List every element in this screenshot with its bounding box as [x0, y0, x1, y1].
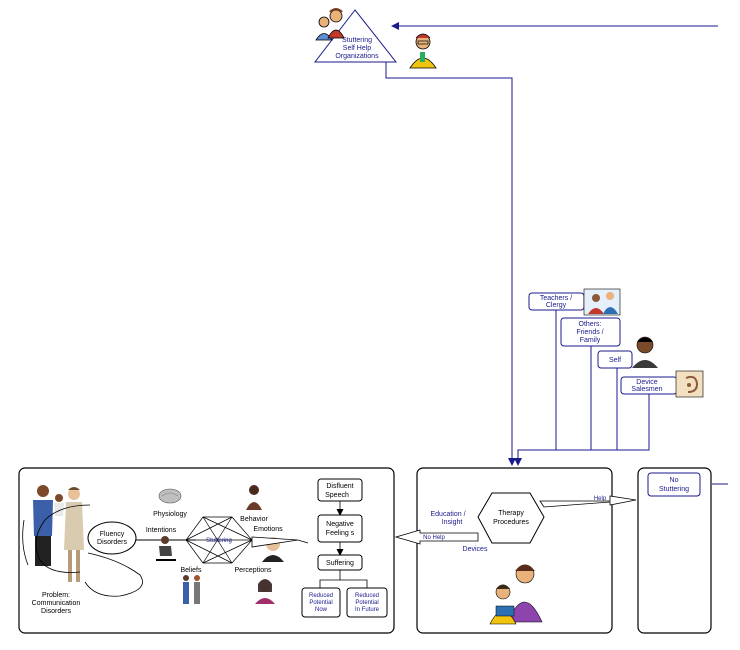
help-label: Help [594, 496, 607, 502]
help-arrow: Help [539, 495, 637, 508]
problem-label-2: Communication [32, 600, 81, 607]
outgoing-arrow-tip [297, 539, 309, 544]
physiology-label: Physiology [153, 511, 187, 518]
fluency-ellipse [87, 521, 137, 555]
connector-lines [385, 22, 728, 485]
device-label-1: Device [636, 379, 658, 386]
self-box [597, 350, 633, 369]
reduced-future-label-3: In Future [355, 607, 380, 613]
others-label-1: Others: [579, 321, 602, 328]
others-box [560, 317, 621, 347]
therapy-procedures-node: Therapy Procedures [477, 492, 545, 544]
negative-label-2: Feeling s [326, 530, 355, 537]
problem-label-3: Disorders [41, 608, 71, 615]
intentions-label: Intentions [146, 527, 177, 534]
therapy-hexagon [477, 492, 545, 544]
education-label-1: Education / [430, 511, 465, 518]
problem-label-1: Problem: [42, 592, 70, 599]
others-label-3: Family [580, 337, 601, 344]
teacher-student-clipart-icon [583, 288, 621, 316]
source-others: Others: Friends / Family [560, 317, 621, 347]
negative-box [317, 514, 363, 543]
organizations-label-2: Self Help [343, 45, 372, 52]
perceptions-label: Perceptions [235, 567, 272, 574]
organizations-to-therapy-line [385, 62, 513, 462]
outcome-suffering: Suffering [317, 554, 363, 571]
reduced-now-label-1: Reduced [309, 593, 333, 599]
fluency-label-2: Disorders [97, 539, 127, 546]
woman-face-clipart-icon [255, 579, 275, 604]
therapy-label-1: Therapy [498, 510, 524, 517]
teachers-label-1: Teachers / [540, 295, 572, 302]
reduced-now-label-3: Now [315, 607, 328, 613]
source-device: Device Salesmen [620, 370, 704, 398]
reduced-future-box [346, 587, 388, 618]
suffering-label: Suffering [326, 560, 354, 567]
self-person-clipart-icon [632, 336, 658, 368]
father-child-clipart-icon [33, 485, 64, 566]
reduced-now-label-2: Potential [309, 600, 332, 606]
devices-label: Devices [463, 546, 488, 553]
stuttering-center-label: Stuttering [206, 538, 232, 544]
organizations-label-3: Organizations [335, 53, 379, 60]
behavior-label: Behavior [240, 516, 268, 523]
stuttering-web [185, 516, 253, 564]
couple-clipart-icon [183, 575, 200, 604]
man-clipart-icon [409, 33, 437, 69]
source-teachers: Teachers / Clergy [528, 288, 621, 316]
behavior-person-clipart-icon [246, 485, 262, 510]
no-stuttering-label-2: Stuttering [659, 486, 689, 493]
mother-clipart-icon [64, 487, 84, 582]
emotions-label: Emotions [253, 526, 283, 533]
disfluent-label-2: Speech [325, 492, 349, 499]
outcome-negative: Negative Feeling s [317, 514, 363, 543]
no-stuttering-box [647, 472, 701, 497]
no-stuttering-node: No Stuttering [647, 472, 701, 497]
reduced-future-label-2: Potential [355, 600, 378, 606]
fluency-disorders-node: Fluency Disorders [87, 521, 137, 555]
therapy-label-2: Procedures [493, 519, 529, 526]
outcome-reduced-now: Reduced Potential Now [301, 587, 341, 618]
education-label-2: Insight [442, 519, 463, 526]
organizations-label-1: Stuttering [342, 37, 372, 44]
no-help-label: No Help [423, 535, 445, 541]
negative-label-1: Negative [326, 521, 354, 528]
self-label: Self [609, 357, 621, 364]
brain-clipart-icon [158, 488, 182, 504]
stuttering-outgoing-arrow [251, 536, 299, 548]
no-stuttering-label-1: No [670, 477, 679, 484]
sitting-person-clipart-icon [156, 536, 176, 561]
right-panel [637, 467, 712, 634]
therapist-child-clipart-icon [489, 564, 543, 625]
outcome-connectors [319, 501, 368, 588]
disfluent-label-1: Disfluent [326, 483, 353, 490]
teachers-label-2: Clergy [546, 302, 567, 309]
problem-label: Problem: Communication Disorders [32, 592, 81, 615]
outcome-disfluent: Disfluent Speech [317, 478, 363, 502]
family-clipart-icon [315, 8, 345, 41]
beliefs-label: Beliefs [180, 567, 202, 574]
reduced-future-label-1: Reduced [355, 593, 379, 599]
source-self: Self [597, 336, 658, 369]
ear-clipart-icon [675, 370, 704, 398]
no-help-arrow: No Help [394, 529, 479, 545]
reduced-now-box [301, 587, 341, 618]
device-line [517, 394, 650, 462]
middle-panel [416, 467, 613, 634]
others-label-2: Friends / [576, 329, 603, 336]
outcome-reduced-future: Reduced Potential In Future [346, 587, 388, 618]
device-label-2: Salesmen [631, 386, 662, 393]
swirl-decoration [22, 504, 143, 597]
fluency-label-1: Fluency [100, 531, 125, 538]
